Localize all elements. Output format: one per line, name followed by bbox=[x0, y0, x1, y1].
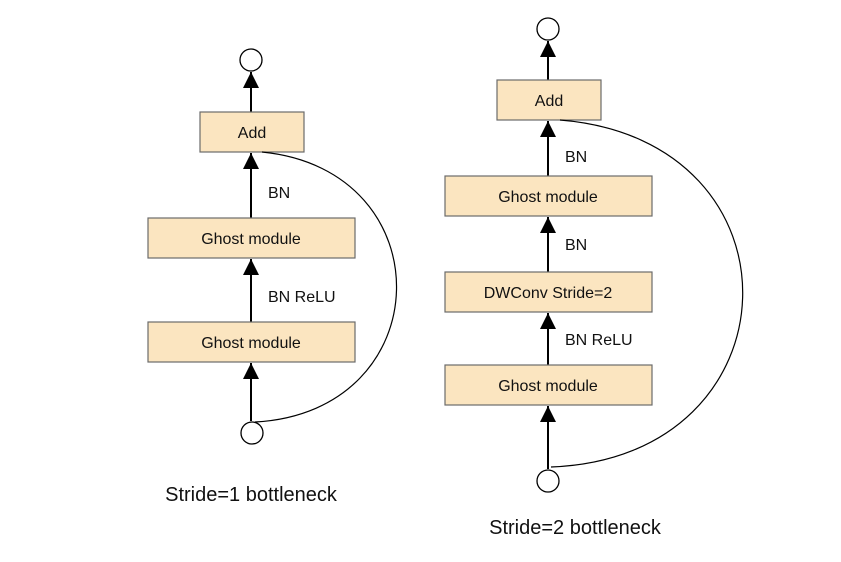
stride2-output-node bbox=[536, 17, 560, 41]
stride2-ghost-module-bottom bbox=[444, 364, 653, 406]
stride1-bn-label: BN bbox=[268, 185, 290, 202]
stride2-dwconv-label: DWConv Stride=2 bbox=[484, 285, 613, 302]
stride1-add-block bbox=[199, 111, 305, 153]
stride1-shortcut-connection bbox=[254, 151, 398, 423]
stride2-ghost-module-top-label: Ghost module bbox=[498, 189, 598, 206]
stride2-input-node bbox=[536, 469, 560, 493]
stride1-ghost-module-bottom-label: Ghost module bbox=[201, 335, 301, 352]
stride2-ghost-module-bottom-label: Ghost module bbox=[498, 378, 598, 395]
stride1-input-node bbox=[240, 421, 264, 445]
stride2-bn-top-label: BN bbox=[565, 149, 587, 166]
stride1-caption: Stride=1 bottleneck bbox=[165, 484, 338, 506]
stride1-output-node bbox=[239, 48, 263, 72]
stride1-ghost-module-bottom bbox=[147, 321, 356, 363]
stride2-caption: Stride=2 bottleneck bbox=[489, 517, 662, 539]
stride1-bn-relu-label: BN ReLU bbox=[268, 289, 336, 306]
stride1-bottleneck: Add BN Ghost module BN ReLU Ghost module… bbox=[147, 48, 398, 506]
stride2-bottleneck: Add BN Ghost module BN DWConv Stride=2 B… bbox=[444, 17, 744, 539]
stride2-ghost-module-top bbox=[444, 175, 653, 217]
stride1-ghost-module-top bbox=[147, 217, 356, 259]
stride1-ghost-module-top-label: Ghost module bbox=[201, 231, 301, 248]
stride1-add-label: Add bbox=[238, 125, 266, 142]
stride2-bn-relu-label: BN ReLU bbox=[565, 332, 633, 349]
stride2-dwconv-block bbox=[444, 271, 653, 313]
stride2-shortcut-connection bbox=[550, 119, 744, 468]
stride2-add-block bbox=[496, 79, 602, 121]
stride2-add-label: Add bbox=[535, 93, 563, 110]
stride2-bn-mid-label: BN bbox=[565, 237, 587, 254]
